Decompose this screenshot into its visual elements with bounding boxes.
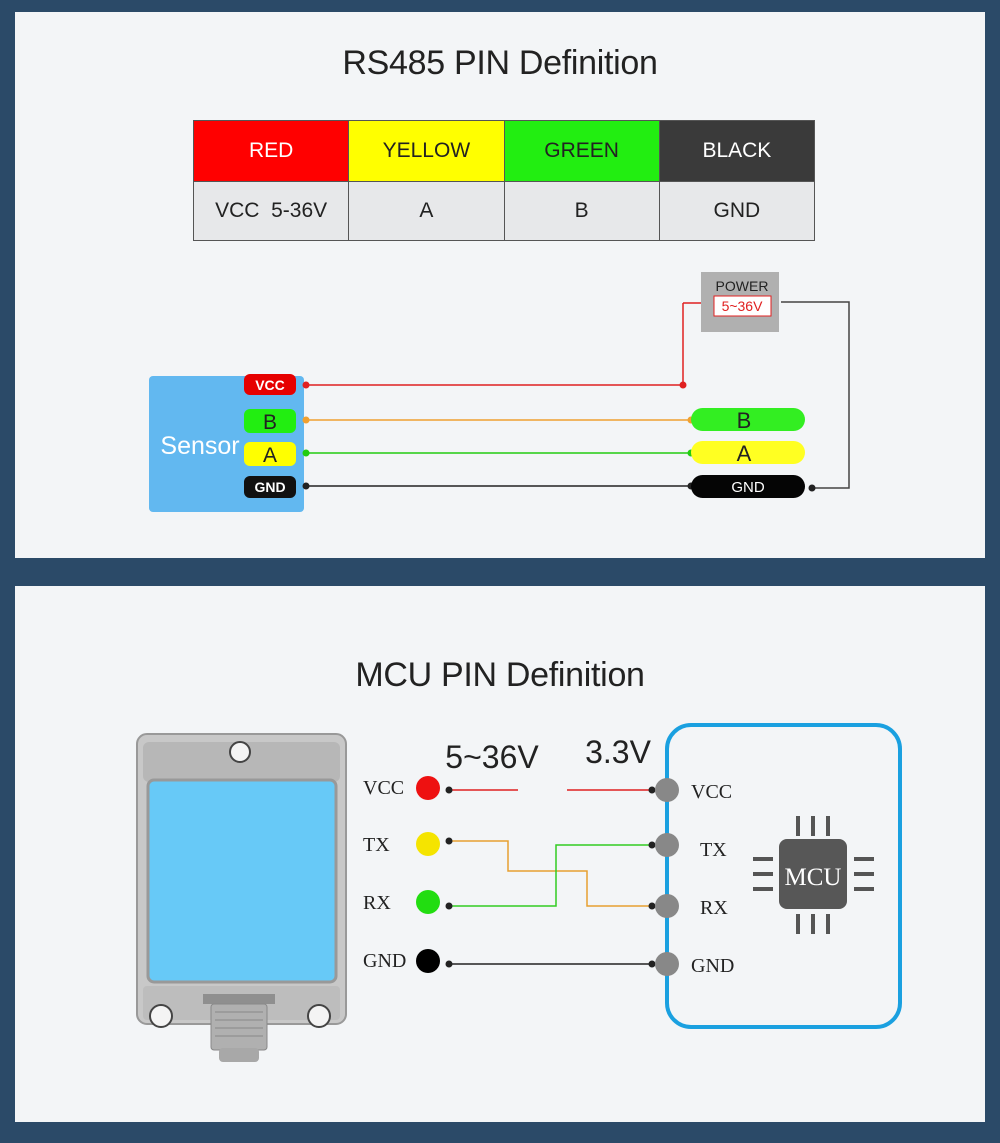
right-pin-gnd: GND [691, 955, 734, 977]
gnd-dot-start [302, 482, 310, 490]
left-pin-gnd: GND [363, 950, 406, 972]
left-pin-tx-circle [416, 832, 440, 856]
rs485-wiring-diagram: Sensor VCC B A GND POWER 5~36V [149, 272, 850, 512]
pin-color-table: RED YELLOW GREEN BLACK VCC 5-36V A B GND [192, 120, 816, 241]
tx-to-rx-wire [449, 840, 667, 907]
color-cell-green: GREEN [503, 120, 660, 182]
color-cell-black: BLACK [658, 120, 816, 182]
rx-to-tx-wire [449, 844, 667, 907]
left-pin-vcc: VCC [363, 777, 404, 799]
mcu-box [665, 723, 902, 1029]
vcc-dot-start [302, 381, 310, 389]
mcu-chip-label: MCU [785, 864, 842, 891]
left-pin-vcc-circle [416, 776, 440, 800]
color-cell-yellow: YELLOW [348, 120, 505, 182]
mcu-chip-icon [753, 816, 874, 934]
sensor-pin-a: A [263, 444, 277, 467]
device-illustration [136, 733, 347, 1062]
right-pin-tx: TX [700, 839, 727, 861]
sensor-label: Sensor [160, 432, 239, 460]
value-cell-b: B [503, 181, 660, 241]
left-pin-gnd-circle [416, 949, 440, 973]
power-return-dot [808, 484, 816, 492]
a-dot-start [302, 449, 310, 457]
right-pin-gnd-circle [655, 952, 679, 976]
sensor-pin-vcc-pill [244, 374, 296, 395]
value-cell-a: A [348, 181, 505, 241]
target-pin-gnd: GND [731, 479, 765, 496]
power-label: POWER [716, 278, 769, 294]
right-pin-rx-circle [655, 894, 679, 918]
left-pin-rx: RX [363, 892, 391, 914]
right-pin-tx-circle [655, 833, 679, 857]
mount-hole-icon [229, 741, 251, 763]
b-dot-start [302, 416, 310, 424]
mount-hole-icon [307, 1004, 331, 1028]
vcc-dot-junction [679, 381, 687, 389]
target-pin-a: A [737, 441, 752, 466]
target-pin-a-pill [691, 441, 805, 464]
mcu-panel: MCU PIN Definition VCC TX RX GND [15, 586, 985, 1122]
left-pin-tx: TX [363, 834, 390, 856]
rs485-panel: RS485 PIN Definition RED YELLOW GREEN BL… [15, 12, 985, 558]
target-pin-gnd-pill [691, 475, 805, 498]
voltage-left: 5~36V [445, 739, 539, 775]
sensor-pin-vcc: VCC [255, 377, 285, 393]
mount-hole-icon [149, 1004, 173, 1028]
mcu-wiring-diagram: VCC TX RX GND 5~36V 3.3V [136, 723, 902, 1062]
right-pin-vcc: VCC [691, 781, 732, 803]
voltage-right: 3.3V [585, 734, 651, 770]
color-cell-red: RED [192, 120, 350, 182]
sensor-pin-gnd: GND [254, 479, 285, 495]
target-pin-b: B [737, 408, 752, 433]
value-cell-gnd: GND [658, 181, 816, 241]
left-pin-rx-circle [416, 890, 440, 914]
sensor-pin-a-pill [244, 442, 296, 466]
value-cell-vcc: VCC 5-36V [192, 181, 350, 241]
power-voltage: 5~36V [722, 298, 764, 314]
power-return-wire [781, 301, 850, 489]
sensor-pin-b: B [263, 411, 277, 434]
rs485-title: RS485 PIN Definition [342, 44, 658, 82]
mcu-title: MCU PIN Definition [355, 656, 645, 694]
right-pin-vcc-circle [655, 778, 679, 802]
power-voltage-box [713, 295, 772, 317]
sensor-pin-b-pill [244, 409, 296, 433]
sensor-pin-gnd-pill [244, 476, 296, 498]
right-pin-rx: RX [700, 897, 728, 919]
target-pin-b-pill [691, 408, 805, 431]
